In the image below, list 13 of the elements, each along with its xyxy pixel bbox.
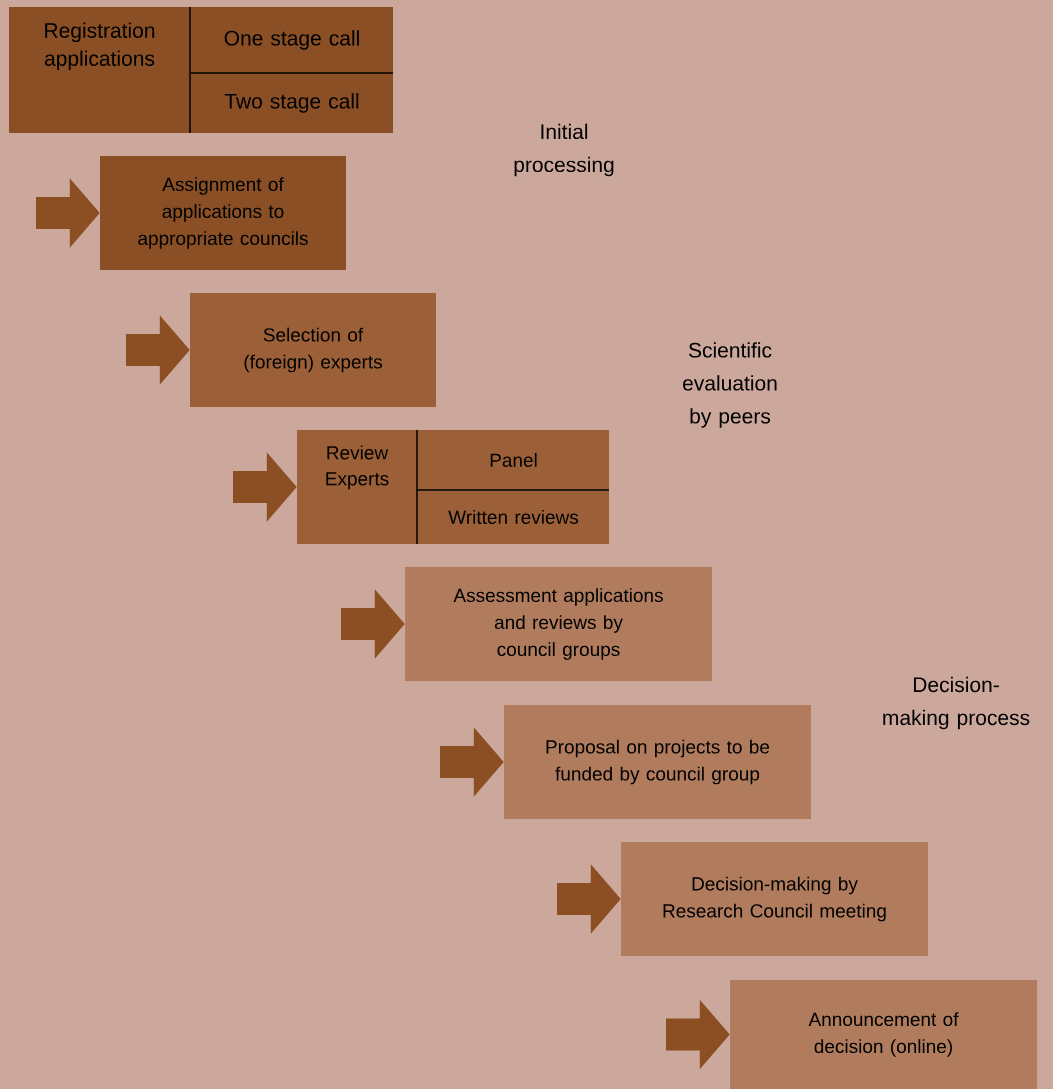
process-box: Assignment of applications to appropriate councils: [100, 156, 346, 270]
stage-label: Scientific evaluation by peers: [683, 342, 777, 428]
box-cell: Panel: [490, 453, 537, 467]
box-cell: One stage call: [224, 30, 359, 50]
box-cell: Two stage call: [224, 93, 359, 113]
process-box: Selection of (foreign) experts: [190, 293, 436, 407]
stage-label: Initial processing: [514, 123, 614, 177]
process-box: Proposal on projects to be funded by council group: [504, 705, 811, 819]
process-box: Announcement of decision (online): [730, 980, 1037, 1089]
process-box: Decision-making by Research Council meeting: [621, 842, 928, 956]
stage-label: Decision-making process: [883, 676, 1030, 730]
box-cell: Written reviews: [448, 510, 579, 524]
process-box: Assessment applications and reviews by council groups: [405, 567, 712, 681]
